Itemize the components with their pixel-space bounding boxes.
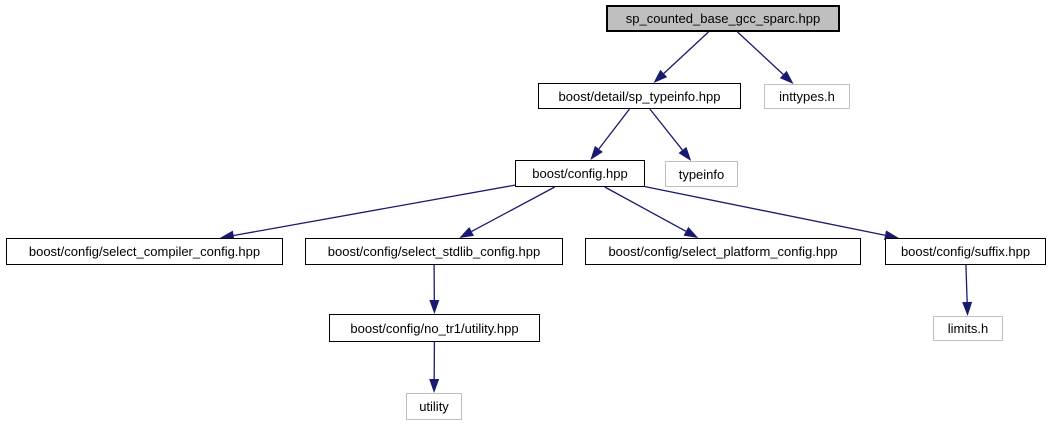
edge-main-to-sp_typeinfo xyxy=(653,31,709,83)
edge-sp_typeinfo-to-config xyxy=(590,108,631,160)
graph-node-typeinfo: typeinfo xyxy=(665,161,738,187)
edge-suffix-to-limits xyxy=(962,264,973,316)
graph-node-config[interactable]: boost/config.hpp xyxy=(515,160,645,187)
graph-node-select_stdlib[interactable]: boost/config/select_stdlib_config.hpp xyxy=(305,238,563,265)
graph-node-suffix[interactable]: boost/config/suffix.hpp xyxy=(885,238,1046,265)
graph-node-select_platform[interactable]: boost/config/select_platform_config.hpp xyxy=(585,238,861,265)
edge-no_tr1_utility-to-utility xyxy=(429,341,440,393)
edge-sp_typeinfo-to-typeinfo xyxy=(649,108,692,161)
graph-node-utility: utility xyxy=(406,393,462,420)
graph-node-no_tr1_utility[interactable]: boost/config/no_tr1/utility.hpp xyxy=(329,314,540,342)
graph-node-select_compiler[interactable]: boost/config/select_compiler_config.hpp xyxy=(6,238,283,265)
edge-main-to-inttypes xyxy=(737,31,794,84)
graph-node-sp_typeinfo[interactable]: boost/detail/sp_typeinfo.hpp xyxy=(538,83,741,109)
edge-select_stdlib-to-no_tr1_utility xyxy=(429,264,440,314)
graph-node-main: sp_counted_base_gcc_sparc.hpp xyxy=(606,5,840,32)
edge-config-to-select_stdlib xyxy=(459,186,556,238)
graph-node-limits: limits.h xyxy=(933,316,1003,341)
edge-config-to-select_compiler xyxy=(219,184,516,241)
graph-node-inttypes: inttypes.h xyxy=(764,84,850,109)
edge-config-to-suffix xyxy=(644,186,899,241)
edge-config-to-select_platform xyxy=(604,186,699,238)
